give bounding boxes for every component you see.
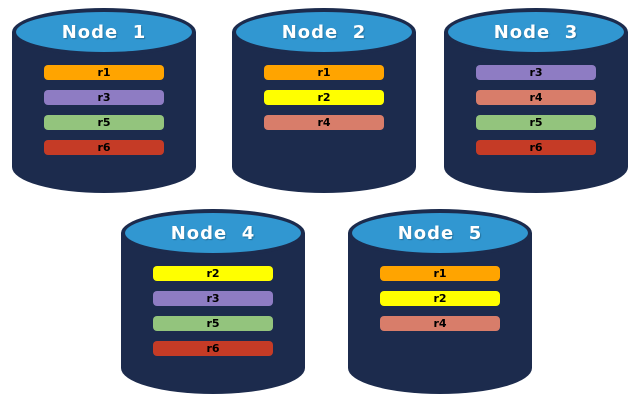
cylinder-top: Node 2	[232, 8, 416, 56]
replica-bar-r5: r5	[44, 115, 164, 130]
replica-bar-r5: r5	[476, 115, 596, 130]
replica-bar-r1: r1	[264, 65, 384, 80]
replica-bar-r1: r1	[380, 266, 500, 281]
node-title: Node 3	[493, 21, 579, 43]
node-title: Node 4	[170, 222, 256, 244]
replica-bar-r2: r2	[380, 291, 500, 306]
cylinder-top: Node 1	[12, 8, 196, 56]
cylinder-body	[232, 32, 416, 193]
replica-bar-r2: r2	[153, 266, 273, 281]
replica-bar-r3: r3	[153, 291, 273, 306]
node-cylinder-5: r1 r2 r4 Node 5	[348, 209, 532, 394]
node-title: Node 2	[281, 21, 367, 43]
replica-bar-r4: r4	[380, 316, 500, 331]
cylinder-top: Node 5	[348, 209, 532, 257]
replica-bar-r4: r4	[476, 90, 596, 105]
replica-bar-r6: r6	[44, 140, 164, 155]
replica-bar-r6: r6	[476, 140, 596, 155]
cylinder-body	[348, 233, 532, 394]
replica-bar-r6: r6	[153, 341, 273, 356]
node-title: Node 1	[61, 21, 147, 43]
cylinder-top: Node 4	[121, 209, 305, 257]
replica-bar-group: r1 r2 r4	[232, 8, 416, 193]
replica-bar-group: r1 r3 r5 r6	[12, 8, 196, 193]
replica-bar-group: r3 r4 r5 r6	[444, 8, 628, 193]
node-cylinder-4: r2 r3 r5 r6 Node 4	[121, 209, 305, 394]
node-cylinder-3: r3 r4 r5 r6 Node 3	[444, 8, 628, 193]
replica-bar-r1: r1	[44, 65, 164, 80]
cylinder-body	[12, 32, 196, 193]
replica-bar-r3: r3	[44, 90, 164, 105]
cylinder-top: Node 3	[444, 8, 628, 56]
replica-bar-r4: r4	[264, 115, 384, 130]
replica-bar-r2: r2	[264, 90, 384, 105]
replica-bar-group: r1 r2 r4	[348, 209, 532, 394]
replica-bar-group: r2 r3 r5 r6	[121, 209, 305, 394]
node-title: Node 5	[397, 222, 483, 244]
node-cylinder-1: r1 r3 r5 r6 Node 1	[12, 8, 196, 193]
node-cylinder-2: r1 r2 r4 Node 2	[232, 8, 416, 193]
cylinder-body	[121, 233, 305, 394]
replica-bar-r5: r5	[153, 316, 273, 331]
cylinder-body	[444, 32, 628, 193]
replica-bar-r3: r3	[476, 65, 596, 80]
